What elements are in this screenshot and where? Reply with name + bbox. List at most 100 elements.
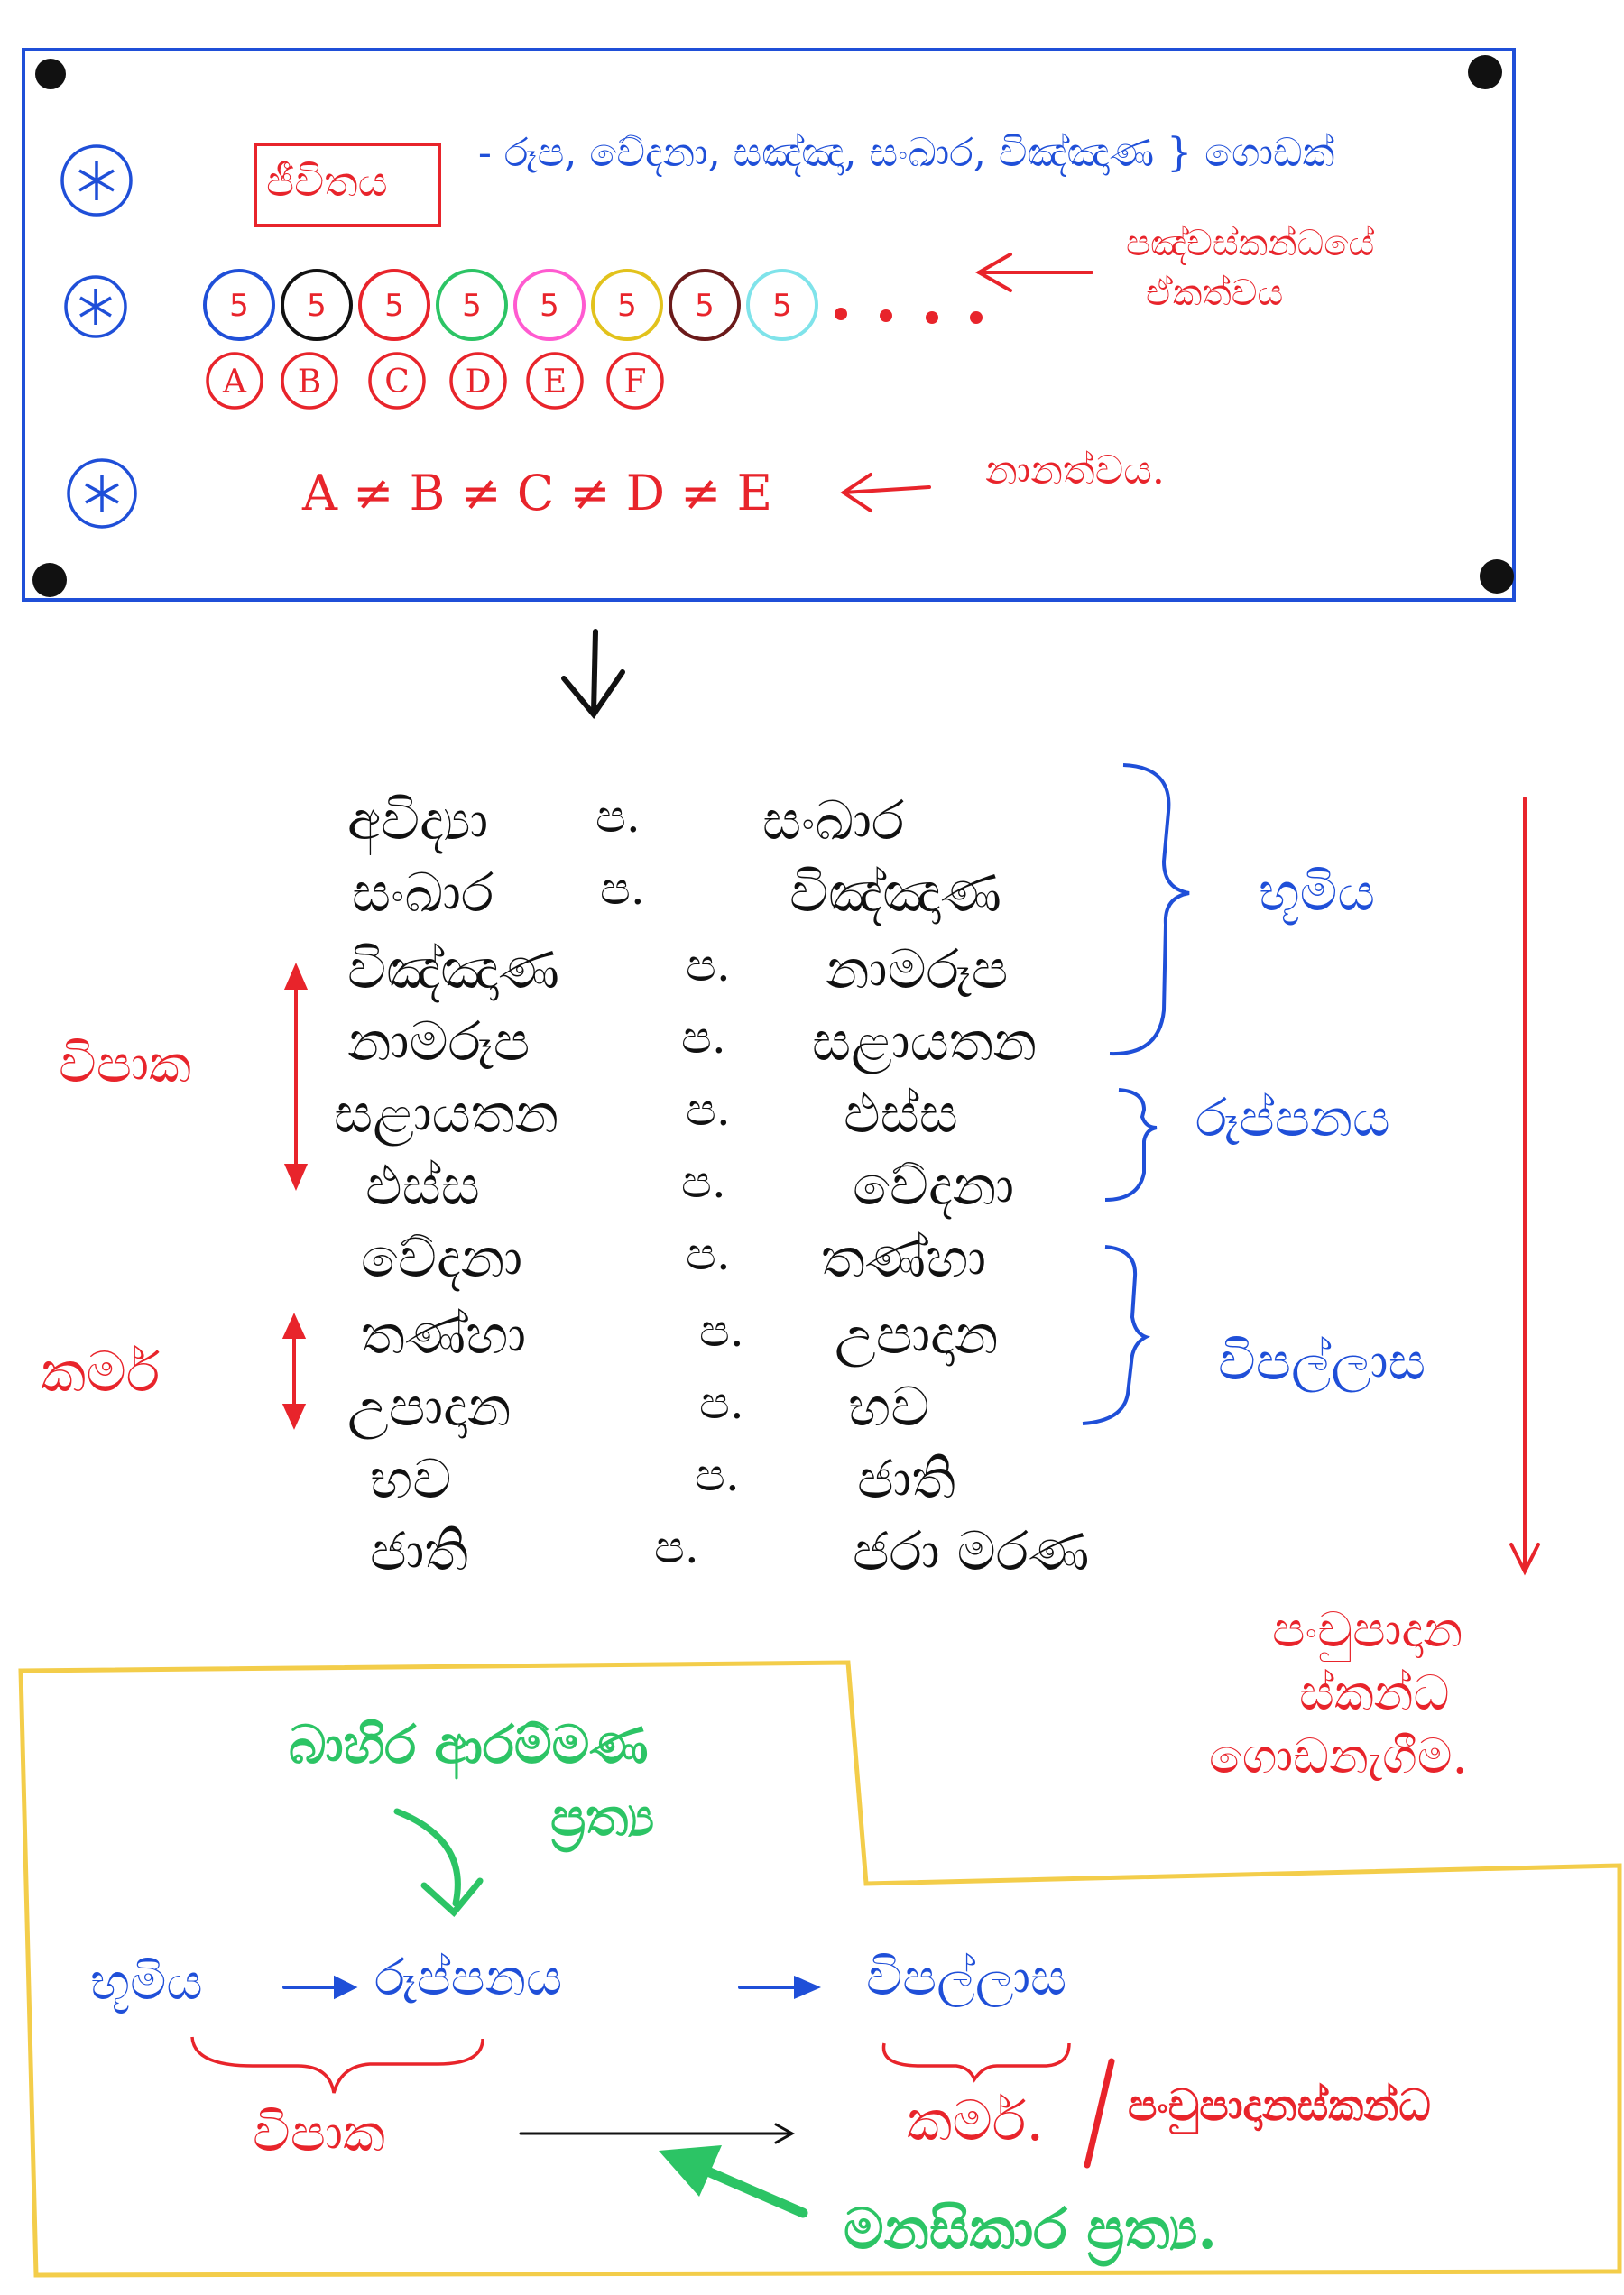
aggregate-number: 5 — [229, 288, 249, 324]
chain-right-term: සළායතන — [812, 1010, 1038, 1074]
letter-circle — [206, 352, 263, 410]
chain-connector: ප. — [654, 1521, 699, 1573]
chain-connector: ප. — [699, 1377, 744, 1429]
flow-arrow-icon — [738, 1975, 822, 2000]
chain-right-term: විඤ්ඤාණ — [789, 862, 1001, 925]
chain-connector: ප. — [681, 1011, 726, 1064]
aggregate-number: 5 — [617, 288, 637, 324]
ellipsis-dots — [835, 308, 983, 324]
brace-bhumiya — [1109, 763, 1190, 1056]
chain-right-term: ජාති — [857, 1448, 956, 1511]
brace-ruppanaya — [1104, 1088, 1158, 1202]
title-jivitaya: ජීවිතය — [266, 157, 388, 206]
letter-circle — [281, 352, 338, 410]
aggregate-circle — [358, 269, 430, 341]
jivitaya-definition: - රූප, වේදනා, සඤ්ඤා, සංඛාර, විඤ්ඤාණ } ගො… — [478, 130, 1335, 176]
aggregate-circle — [591, 269, 663, 341]
chain-left-term: සළායතන — [334, 1083, 559, 1146]
letter-label: D — [466, 364, 492, 401]
ekatvaya-label-line2: ඒකත්වය — [1146, 272, 1284, 314]
result-line1: පංචුපාදාන — [1272, 1601, 1463, 1658]
bottom-vipaka: විපාක — [253, 2102, 386, 2163]
letter-label: A — [222, 364, 247, 401]
chain-connector: ප. — [681, 1156, 726, 1208]
chain-connector: ප. — [695, 1449, 740, 1501]
external-object-line2: ප්‍රත්‍ය — [550, 1786, 655, 1848]
flow-vipallasa: විපල්ලාස — [866, 1949, 1067, 2007]
letter-label: B — [298, 364, 321, 401]
corner-pin-icon — [32, 563, 67, 597]
asterisk-bullet-icon — [60, 144, 133, 217]
chain-connector: ප. — [686, 1228, 731, 1280]
chain-connector: ප. — [686, 939, 731, 991]
title-box — [254, 143, 441, 227]
chain-right-term: ජරා මරණ — [853, 1520, 1090, 1583]
chain-left-term: ජාති — [370, 1520, 469, 1583]
letter-label: E — [543, 364, 567, 401]
aggregate-number: 5 — [695, 288, 715, 324]
chain-connector: ප. — [595, 790, 641, 843]
chain-left-term: උපාදාන — [347, 1376, 512, 1439]
aggregate-number: 5 — [772, 288, 792, 324]
flow-bhumiya: භූමිය — [90, 1953, 203, 2012]
ekatvaya-label-line1: පඤ්චස්කන්ධයේ — [1126, 223, 1375, 264]
chain-left-term: වේදනා — [361, 1227, 523, 1290]
label-karma: කර්ම — [41, 1339, 161, 1405]
slash-mark — [1084, 2058, 1115, 2169]
asterisk-bullet-icon — [64, 275, 127, 338]
flow-arrow-icon — [282, 1975, 358, 2000]
aggregate-letters: A B C D E F — [206, 352, 664, 410]
right-arrow-icon — [519, 2123, 796, 2144]
label-vipaka: විපාක — [59, 1033, 192, 1094]
chain-right-term: භව — [848, 1376, 930, 1439]
chain-right-term: නාමරූප — [826, 938, 1009, 1001]
chain-left-term: තණ්හා — [361, 1304, 527, 1367]
result-line2: ස්කන්ධ — [1299, 1664, 1450, 1721]
chain-left-term: අවිද්‍යා — [347, 789, 489, 853]
double-arrow-karma-icon — [281, 1313, 307, 1430]
aggregate-number: 5 — [462, 288, 482, 324]
chain-connector: ප. — [699, 1304, 744, 1357]
aggregate-circle — [669, 269, 741, 341]
flow-ruppanaya: රූප්පනය — [374, 1949, 563, 2007]
aggregate-number: 5 — [384, 288, 404, 324]
chain-left-term: සංඛාර — [352, 862, 494, 925]
chain-connector: ප. — [686, 1083, 731, 1136]
curved-arrow-icon — [393, 1808, 484, 1918]
chain-right-term: වේදනා — [853, 1155, 1015, 1218]
brace-vipallasa — [1082, 1245, 1151, 1425]
aggregate-number: 5 — [540, 288, 559, 324]
result-line3: ගොඩනැගීම. — [1209, 1728, 1468, 1784]
chain-right-term: සංඛාර — [762, 789, 905, 853]
double-arrow-vipaka-icon — [283, 962, 309, 1192]
letter-circle — [368, 352, 426, 410]
label-vipallasa: විපල්ලාස — [1218, 1331, 1426, 1392]
nanatvaya-label: නානත්වය. — [985, 447, 1165, 493]
corner-pin-icon — [1480, 559, 1514, 594]
chain-left-term: විඤ්ඤාණ — [347, 938, 559, 1001]
long-down-arrow-icon — [1509, 797, 1540, 1576]
manasikara-condition: මනසිකාර ප්‍රත්‍ය. — [844, 2196, 1217, 2262]
green-arrow-icon — [659, 2145, 808, 2218]
brace-bottom-left — [190, 2036, 484, 2094]
letter-circle — [526, 352, 584, 410]
bottom-karma: කර්ම. — [907, 2088, 1045, 2153]
corner-pin-icon — [35, 59, 66, 89]
letter-label: C — [384, 364, 410, 401]
letter-label: F — [624, 364, 647, 401]
chain-right-term: ඵස්ස — [844, 1083, 958, 1146]
down-arrow-icon — [561, 629, 625, 719]
chain-left-term: භව — [370, 1448, 452, 1511]
aggregate-circle — [746, 269, 818, 341]
chain-right-term: උපාදාන — [835, 1304, 999, 1367]
chain-left-term: ඵස්ස — [365, 1155, 480, 1218]
aggregate-circle — [513, 269, 586, 341]
chain-right-term: තණ්හා — [821, 1227, 987, 1290]
letter-circle — [606, 352, 664, 410]
label-ruppanaya: රූප්පනය — [1195, 1087, 1390, 1148]
asterisk-bullet-icon — [67, 458, 137, 529]
corner-pin-icon — [1468, 55, 1502, 89]
chain-connector: ප. — [600, 862, 645, 915]
